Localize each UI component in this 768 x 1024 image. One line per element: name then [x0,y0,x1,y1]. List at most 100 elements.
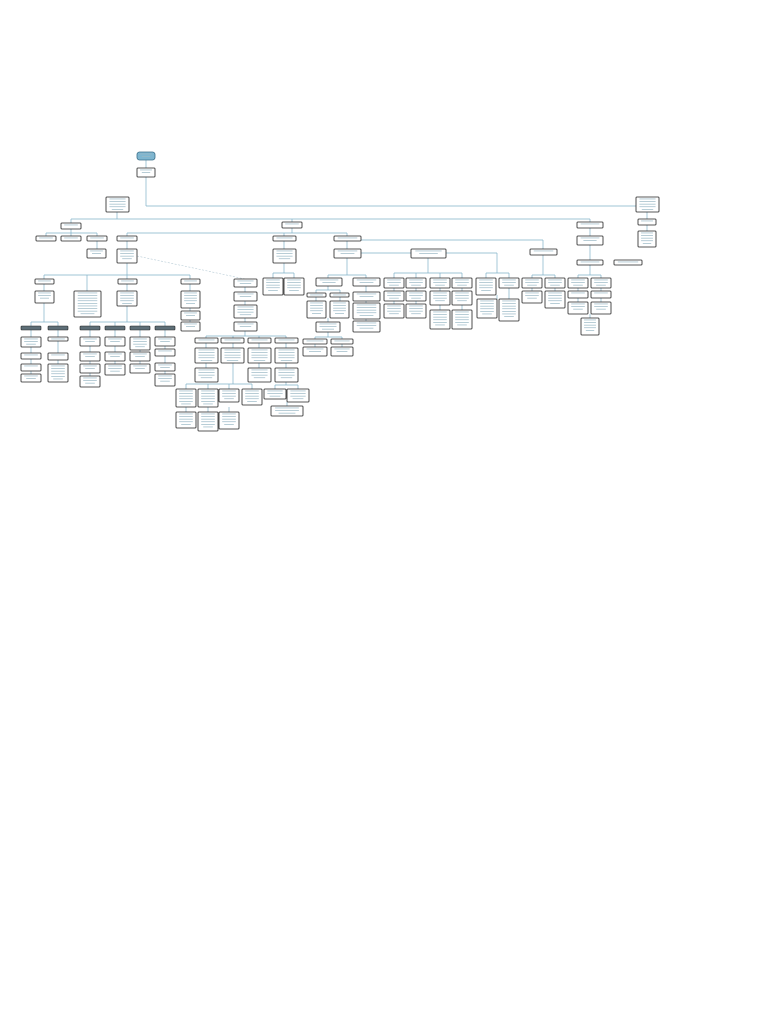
tree-node[interactable] [175,388,197,408]
tree-node[interactable] [270,405,304,417]
tree-node[interactable] [247,337,272,344]
tree-node[interactable] [154,325,176,331]
tree-node[interactable] [218,411,240,430]
tree-node[interactable] [451,290,473,306]
tree-node[interactable] [429,277,451,289]
tree-node[interactable] [613,259,643,266]
tree-node[interactable] [233,278,258,288]
tree-node[interactable] [129,336,151,351]
tree-node[interactable] [567,301,589,315]
tree-node[interactable] [333,248,362,259]
tree-node[interactable] [352,302,381,320]
tree-node[interactable] [20,352,42,360]
tree-node[interactable] [73,290,102,318]
tree-node[interactable] [330,338,354,345]
tree-node[interactable] [129,351,151,362]
tree-node[interactable] [576,221,604,229]
tree-node[interactable] [352,277,381,287]
tree-node[interactable] [117,278,138,285]
tree-node[interactable] [429,309,451,330]
tree-node[interactable] [274,347,299,364]
tree-node[interactable] [329,292,350,298]
tree-node[interactable] [116,248,138,264]
tree-node[interactable] [233,304,258,319]
tree-node[interactable] [20,363,42,372]
tree-node[interactable] [315,321,341,333]
tree-node[interactable] [306,300,327,319]
tree-node[interactable] [86,248,107,259]
tree-node[interactable] [197,388,219,408]
tree-node[interactable] [116,290,138,307]
tree-node[interactable] [330,346,354,357]
tree-node[interactable] [544,277,566,289]
root-node[interactable] [136,151,156,161]
tree-node[interactable] [544,290,566,309]
tree-node[interactable] [383,277,405,289]
tree-node[interactable] [262,277,284,296]
tree-node[interactable] [302,346,328,357]
tree-node[interactable] [35,235,57,242]
tree-node[interactable] [405,303,427,319]
tree-node[interactable] [105,196,130,213]
tree-node[interactable] [129,325,151,331]
tree-node[interactable] [104,336,126,347]
tree-node[interactable] [475,277,497,296]
tree-node[interactable] [79,363,101,374]
tree-node[interactable] [180,290,201,309]
tree-node[interactable] [576,235,604,246]
tree-node[interactable] [20,325,42,331]
tree-node[interactable] [79,351,101,362]
tree-node[interactable] [194,347,219,364]
tree-node[interactable] [116,235,138,242]
tree-node[interactable] [429,290,451,306]
tree-node[interactable] [329,300,350,319]
tree-node[interactable] [47,325,69,331]
tree-node[interactable] [194,367,219,383]
tree-node[interactable] [20,373,42,383]
tree-node[interactable] [590,290,612,299]
tree-node[interactable] [410,248,447,259]
tree-node[interactable] [498,298,520,322]
tree-node[interactable] [580,317,600,336]
tree-node[interactable] [383,303,405,319]
tree-node[interactable] [451,277,473,289]
tree-node[interactable] [233,291,258,302]
tree-node[interactable] [247,347,272,364]
tree-node[interactable] [218,388,240,403]
tree-node[interactable] [590,301,612,315]
tree-node[interactable] [281,221,303,229]
tree-node[interactable] [576,259,604,266]
tree-node[interactable] [180,278,201,285]
tree-node[interactable] [194,337,219,344]
tree-node[interactable] [79,325,101,331]
tree-node[interactable] [521,290,543,304]
tree-node[interactable] [104,351,126,362]
tree-node[interactable] [241,388,263,406]
tree-node[interactable] [637,230,657,248]
tree-node[interactable] [637,218,657,226]
tree-node[interactable] [498,277,520,289]
tree-node[interactable] [34,278,55,285]
tree-node[interactable] [567,290,589,299]
tree-node[interactable] [405,277,427,289]
tree-node[interactable] [220,347,245,364]
tree-node[interactable] [272,235,297,242]
tree-node[interactable] [180,321,201,332]
tree-node[interactable] [383,290,405,302]
tree-node[interactable] [352,320,381,333]
tree-node[interactable] [220,337,245,344]
tree-node[interactable] [197,411,219,432]
tree-node[interactable] [274,367,299,383]
tree-node[interactable] [302,338,328,345]
tree-node[interactable] [521,277,543,289]
tree-node[interactable] [274,337,299,344]
tree-node[interactable] [635,196,660,213]
tree-node[interactable] [129,363,151,374]
tree-node[interactable] [333,235,362,242]
tree-node[interactable] [233,321,258,332]
tree-node[interactable] [79,336,101,347]
tree-node[interactable] [154,336,176,347]
tree-node[interactable] [315,277,343,287]
tree-node[interactable] [34,290,55,304]
tree-node[interactable] [136,167,156,178]
